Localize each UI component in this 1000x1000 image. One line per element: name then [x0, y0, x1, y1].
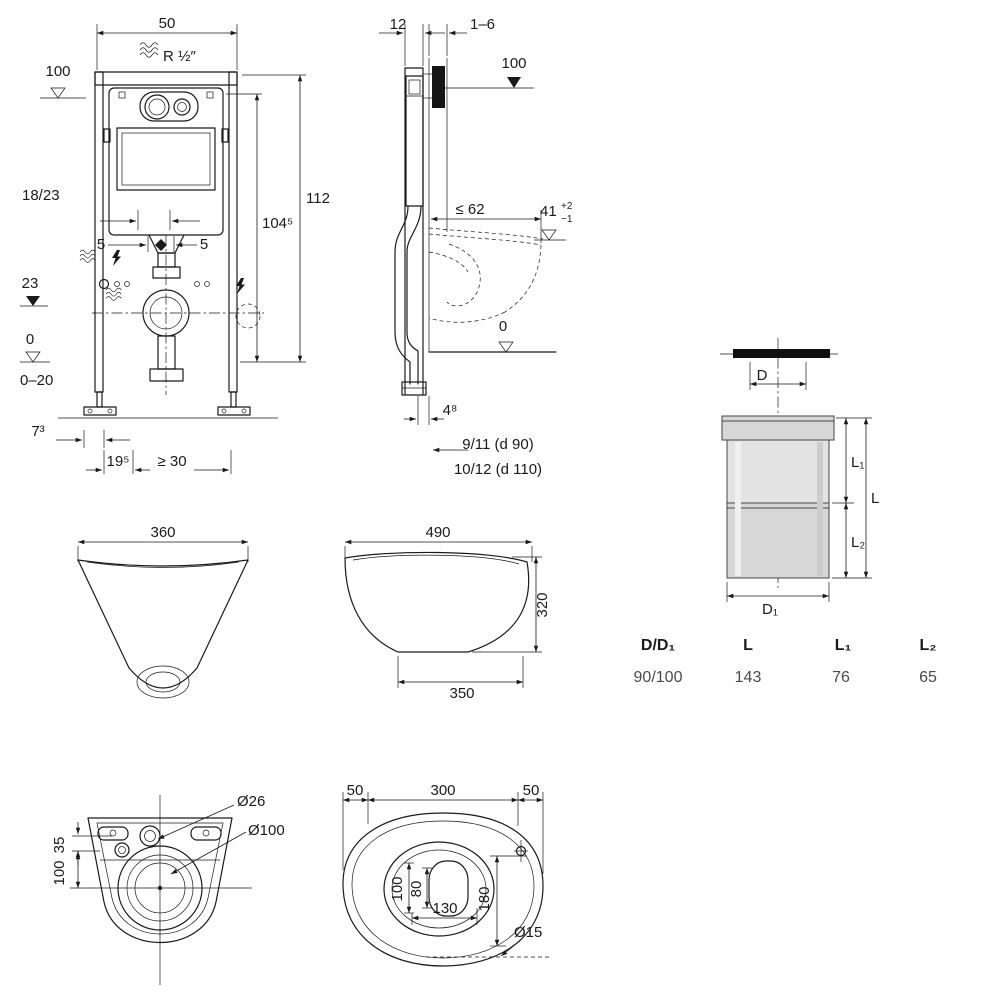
- dim-spacing-min-30: ≥ 30: [157, 453, 186, 470]
- level-marker-23: [20, 296, 48, 307]
- seal-gasket: [733, 349, 830, 358]
- dim-max-62: ≤ 62: [455, 201, 484, 218]
- label-l2: L₂: [851, 534, 865, 551]
- label-l: L: [871, 490, 879, 507]
- dim-offset-5-left: 5: [97, 236, 105, 253]
- level-marker-100: [40, 87, 86, 99]
- dim-bowl-height-320: 320: [534, 592, 551, 617]
- table-value-d: 90/100: [634, 669, 683, 686]
- dim-profile-12: 12: [390, 16, 407, 33]
- dim-offset-7: 7³: [31, 423, 44, 440]
- water-wave-icon: [79, 249, 96, 263]
- bowl-front-dimensions: [77, 539, 249, 562]
- dim-hinge-180: 180: [476, 886, 493, 911]
- level-marker-0: [20, 351, 50, 363]
- center-diamond-marker: [155, 239, 167, 251]
- label-d: D: [757, 367, 768, 384]
- dim-opening-80: 80: [408, 881, 425, 898]
- level-marker-0-side: [492, 341, 520, 353]
- dim-depth-18-23: 18/23: [22, 187, 60, 204]
- dim-diameter-26: Ø26: [237, 793, 265, 810]
- dim-diameter-15: Ø15: [514, 924, 542, 941]
- bowl-side-dimensions: [344, 539, 542, 688]
- frame-side-view: 12 1–6 100 ≤ 62 41 +2 −1 0 4⁸ 9/11 (d 90…: [379, 16, 573, 478]
- dim-top-50-left: 50: [347, 782, 364, 799]
- bowl-front-view: 360: [77, 524, 249, 699]
- table-value-l: 143: [735, 669, 762, 686]
- table-value-l2: 65: [919, 669, 937, 686]
- frame-front-dimensions: [56, 24, 306, 474]
- lightning-icon: [236, 278, 245, 294]
- dim-pipe-d90: 9/11 (d 90): [462, 436, 533, 453]
- connector-view: D L₁ L L₂ D₁ D/D₁ L L₁ L₂ 90/100 143 76 …: [634, 338, 937, 686]
- bowl-front-drawing: [77, 559, 249, 699]
- bowl-bottom-dimensions: [72, 804, 247, 888]
- bowl-bottom-view: Ø26 Ø100 35 100: [51, 793, 285, 985]
- dim-range-0-20: 0–20: [20, 372, 53, 389]
- dim-diameter-100: Ø100: [248, 822, 285, 839]
- bowl-side-view: 490 320 350: [344, 524, 551, 702]
- bowl-bottom-drawing: [70, 795, 252, 985]
- dim-level-100-side: 100: [501, 55, 526, 72]
- dim-top-300: 300: [430, 782, 455, 799]
- bowl-top-drawing: [342, 812, 552, 967]
- table-header-l2: L₂: [920, 637, 937, 654]
- dim-height-112: 112: [306, 190, 330, 207]
- dim-bowl-depth-490: 490: [425, 524, 450, 541]
- table-header-l: L: [743, 637, 753, 654]
- table-value-l1: 76: [832, 669, 850, 686]
- connector-table: D/D₁ L L₁ L₂ 90/100 143 76 65: [634, 637, 937, 686]
- water-supply-wave-icon: [139, 42, 159, 58]
- connector-drawing: [720, 338, 838, 588]
- bowl-top-view: 50 300 50 100 80 130 180 Ø15: [342, 782, 552, 967]
- dim-level-0: 0: [26, 331, 34, 348]
- dim-level-100: 100: [45, 63, 70, 80]
- bowl-top-dimensions: [342, 792, 544, 957]
- dim-tolerance-plus: +2: [561, 201, 573, 212]
- lightning-icon: [112, 250, 121, 266]
- level-marker-41: [534, 229, 566, 241]
- dim-opening-130: 130: [432, 900, 457, 917]
- connector-dimensions: [726, 362, 872, 602]
- dim-tolerance-minus: −1: [561, 214, 573, 225]
- dim-spacing-19: 19⁵: [107, 453, 130, 470]
- dim-level-0-side: 0: [499, 318, 507, 335]
- dim-pipe-offset-4: 4⁸: [443, 402, 458, 419]
- dim-height-104: 104⁵: [262, 215, 293, 232]
- dim-opening-100: 100: [389, 876, 406, 901]
- dim-spacing-35: 35: [51, 837, 68, 854]
- dim-wall-1-6: 1–6: [470, 16, 495, 33]
- dim-supply-thread: R ½″: [163, 48, 197, 65]
- table-header-l1: L₁: [835, 637, 852, 654]
- bowl-side-drawing: [344, 551, 530, 653]
- dim-frame-width: 50: [159, 15, 176, 32]
- label-d1: D₁: [762, 601, 778, 618]
- table-header-d: D/D₁: [641, 637, 676, 654]
- frame-front-drawing: [58, 71, 278, 419]
- water-wave-icon: [105, 287, 122, 301]
- dim-outlet-41: 41: [540, 203, 557, 220]
- dim-level-23: 23: [22, 275, 39, 292]
- dim-bowl-base-350: 350: [449, 685, 474, 702]
- dim-top-50-right: 50: [523, 782, 540, 799]
- dim-spacing-100: 100: [51, 860, 68, 885]
- dim-pipe-d110: 10/12 (d 110): [454, 461, 542, 478]
- level-marker-100-side: [445, 77, 534, 89]
- frame-side-drawing: [394, 58, 557, 396]
- label-l1: L₁: [851, 454, 864, 471]
- dim-bowl-width-360: 360: [150, 524, 175, 541]
- dim-offset-5-right: 5: [200, 236, 208, 253]
- frame-side-dimensions: [379, 24, 542, 453]
- frame-front-view: 50 R ½″ 100 112 104⁵ 18/23 5 5 23 0 0–20…: [20, 15, 330, 474]
- actuator-plate-section: [432, 66, 445, 108]
